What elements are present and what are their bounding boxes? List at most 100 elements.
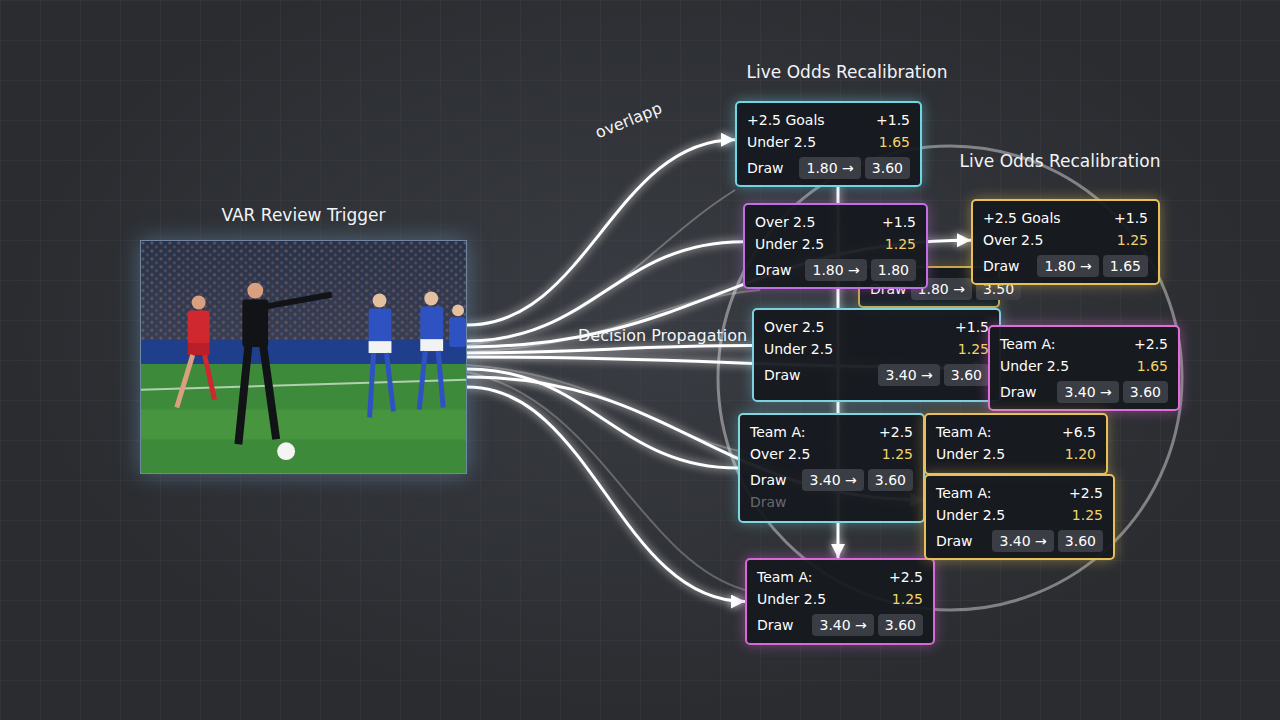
market-name: Over 2.5 (764, 318, 824, 336)
odds-change: 3.40 →3.60 (1053, 381, 1168, 403)
market-name: Under 2.5 (1000, 357, 1069, 375)
odds-row: Under 2.51.65 (747, 131, 910, 153)
market-name: Draw (750, 471, 787, 489)
new-odds: 3.60 (868, 469, 913, 491)
connector-label: overlapp (592, 98, 664, 142)
player-leg (177, 355, 193, 408)
player-head (424, 292, 438, 306)
odds-value: +2.5 (1134, 335, 1168, 353)
odds-change: 3.40 →3.60 (988, 530, 1103, 552)
market-name: Over 2.5 (750, 445, 810, 463)
odds-row: Team A: +2.5 (757, 566, 923, 588)
odds-row: Under 2.5 1.25 (936, 504, 1103, 526)
market-name: Team A: (936, 423, 992, 441)
market-name: Team A: (757, 568, 813, 586)
market-name: Draw (936, 532, 973, 550)
referee-leg (263, 346, 276, 439)
odds-row: Over 2.51.25 (983, 229, 1148, 251)
referee-head (247, 283, 263, 299)
odds-row: +2.5 Goals+1.5 (983, 207, 1148, 229)
odds-card: +2.5 Goals+1.5Under 2.51.65Draw1.80 →3.6… (735, 101, 922, 187)
odds-row: Under 2.51.65 (1000, 355, 1168, 377)
odds-row: Draw (750, 491, 913, 513)
old-odds: 1.80 → (1037, 255, 1098, 277)
section-heading: Live Odds Recalibration (960, 151, 1161, 171)
propagation-connector (467, 140, 735, 325)
referee-arm (266, 295, 332, 307)
odds-card: Over 2.5+1.5Under 2.51.25Draw1.80 →1.80 (743, 203, 928, 289)
old-odds: 3.40 → (802, 469, 863, 491)
market-name: Draw (983, 257, 1020, 275)
odds-value: +2.5 (879, 423, 913, 441)
odds-row: Over 2.5+1.5 (755, 211, 916, 233)
market-name: Team A: (1000, 335, 1056, 353)
odds-value: 1.25 (1072, 506, 1103, 524)
odds-card: +2.5 Goals+1.5Over 2.51.25Draw1.80 →1.65 (971, 199, 1160, 285)
blue-player (369, 308, 392, 342)
odds-value: +1.5 (955, 318, 989, 336)
player-head (192, 296, 206, 310)
old-odds: 3.40 → (812, 614, 873, 636)
pitch-stripe (141, 410, 466, 440)
odds-card: Team A:+2.5Over 2.51.25Draw3.40 →3.60Dra… (738, 413, 925, 523)
odds-card: Team A: +2.5Under 2.5 1.25Draw 3.40 →3.60 (745, 558, 935, 645)
odds-row: Team A: +2.5 (750, 421, 913, 443)
market-name: Draw (750, 493, 787, 511)
odds-value: 1.25 (885, 235, 916, 253)
odds-row: Over 2.5 +1.5 (764, 316, 989, 338)
odds-row: Team A: +2.5 (936, 482, 1103, 504)
market-name: +2.5 Goals (747, 111, 825, 129)
odds-row: Under 2.51.20 (936, 443, 1096, 465)
odds-change: 1.80 →1.80 (801, 259, 916, 281)
market-name: Team A: (750, 423, 806, 441)
stadium-stand (141, 241, 466, 355)
white-shorts (369, 341, 392, 353)
player-leg (370, 353, 374, 417)
new-odds: 3.60 (1058, 530, 1103, 552)
market-name: Team A: (936, 484, 992, 502)
draw-row: Draw1.80 →1.80 (755, 259, 916, 281)
new-odds: 3.60 (944, 364, 989, 386)
odds-card: Team A:+6.5Under 2.51.20 (924, 413, 1108, 475)
draw-row: Draw 3.40 →3.60 (757, 614, 923, 636)
odds-row: Team A: +2.5 (1000, 333, 1168, 355)
odds-card: Over 2.5 +1.5Under 2.5 1.25Draw 3.40 →3.60 (752, 308, 1001, 402)
pitch (141, 364, 466, 473)
odds-change: 3.40 →3.60 (808, 614, 923, 636)
draw-row: Draw1.80 →3.60 (747, 157, 910, 179)
market-name: Over 2.5 (755, 213, 815, 231)
referee (242, 299, 268, 347)
old-odds: 1.80 → (799, 157, 860, 179)
ball (277, 442, 295, 460)
market-name: Draw (1000, 383, 1037, 401)
market-name: Draw (764, 366, 801, 384)
player-leg (386, 353, 393, 411)
market-name: Under 2.5 (936, 506, 1005, 524)
odds-change: 3.40 →3.60 (874, 364, 989, 386)
old-odds: 3.40 → (1057, 381, 1118, 403)
draw-row: Draw 3.40 →3.60 (764, 364, 989, 386)
market-name: Under 2.5 (757, 590, 826, 608)
old-odds: 3.40 → (878, 364, 939, 386)
market-name: Under 2.5 (764, 340, 833, 358)
propagation-connector (467, 346, 752, 353)
pitch-line (141, 380, 466, 390)
odds-value: 1.25 (892, 590, 923, 608)
odds-value: +2.5 (1069, 484, 1103, 502)
odds-change: 3.40 →3.60 (798, 469, 913, 491)
new-odds: 1.80 (871, 259, 916, 281)
market-name: +2.5 Goals (983, 209, 1061, 227)
player-head (373, 294, 387, 308)
market-name: Draw (757, 616, 794, 634)
odds-value: 1.25 (1117, 231, 1148, 249)
odds-value: 1.25 (958, 340, 989, 358)
odds-change: 1.80 →3.60 (795, 157, 910, 179)
odds-row: +2.5 Goals+1.5 (747, 109, 910, 131)
player-leg (438, 351, 443, 408)
odds-value: +2.5 (889, 568, 923, 586)
player-head (452, 304, 464, 316)
white-shorts (420, 339, 443, 351)
panel-heading: VAR Review Trigger (101, 205, 506, 225)
draw-row: Draw 3.40 →3.60 (750, 469, 913, 491)
